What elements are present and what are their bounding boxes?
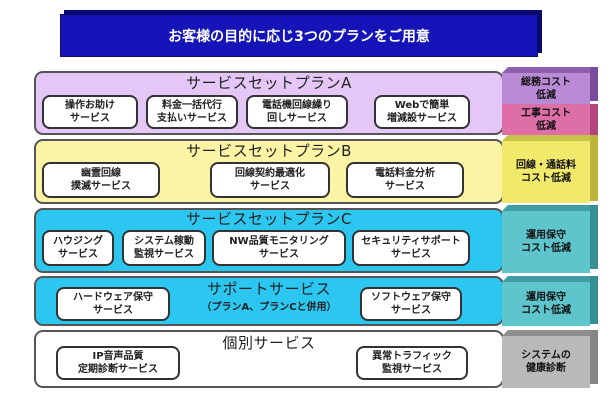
plan-c-item-2: システム稼動 監視サービス [122,230,206,266]
plan-b-item-3: 電話料金分析 サービス [346,162,464,198]
side-label-1: 総務コスト 低減 [502,73,590,104]
plan-b-title: サービスセットプランB [186,142,352,160]
plan-a-item-4: Webで簡単 増減設サービス [374,95,470,129]
title-text: お客様の目的に応じ3つのプランをご用意 [168,28,430,45]
individual-title: 個別サービス [222,334,316,352]
support-item-2: ソフトウェア保守 サービス [360,287,462,321]
side-box-3-edge [590,135,598,201]
plan-a-title: サービスセットプランA [186,74,352,92]
plan-c-item-1: ハウジング サービス [42,230,114,266]
title-banner: お客様の目的に応じ3つのプランをご用意 [60,14,538,57]
side-box-2-edge [590,104,598,135]
side-box-5-edge [590,276,598,324]
plan-c-item-3: NW品質モニタリング サービス [212,230,346,266]
side-box-6-edge [590,330,598,384]
plan-a-item-2: 料金一括代行 支払いサービス [146,95,238,129]
side-box-4-edge [590,205,598,269]
side-label-2: 工事コスト 低減 [502,104,590,135]
plan-c-title: サービスセットプランC [186,210,352,228]
individual-item-2: 異常トラフィック 監視サービス [356,346,468,380]
plan-b-item-1: 幽霊回線 撲滅サービス [42,162,160,198]
side-label-3: 回線・通話料 コスト低減 [502,141,590,203]
plan-a-item-1: 操作お助け サービス [42,95,138,129]
side-box-1-edge [590,67,598,101]
side-label-6: システムの 健康診断 [502,336,590,388]
support-subtitle: （プランA、プランCと併用） [201,302,337,313]
support-title: サポートサービス [206,280,331,298]
plan-b-item-2: 回線契約最適化 サービス [210,162,330,198]
plan-c-item-4: セキュリティサポート サービス [352,230,470,266]
support-item-1: ハードウェア保守 サービス [56,287,170,321]
individual-item-1: IP音声品質 定期診断サービス [56,346,180,380]
plan-a-item-3: 電話機回線繰り 回しサービス [246,95,348,129]
side-label-4: 運用保守 コスト低減 [502,211,590,273]
side-label-5: 運用保守 コスト低減 [502,282,590,326]
